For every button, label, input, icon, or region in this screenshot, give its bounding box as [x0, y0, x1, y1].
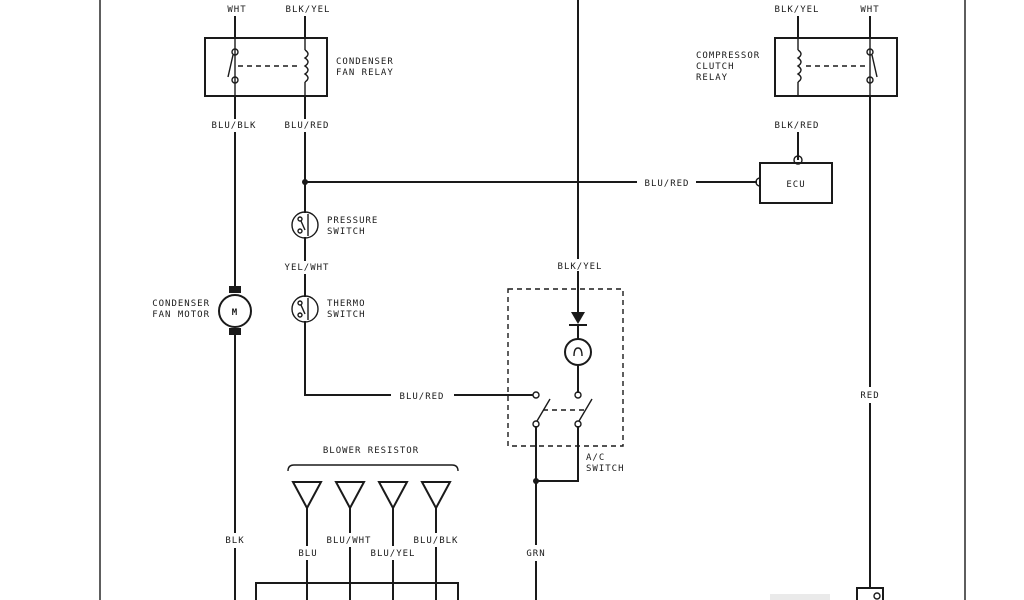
compressor-clutch-relay: [774, 37, 898, 97]
label-wht-left: WHT: [227, 5, 246, 15]
blower-resistor-elements: [291, 481, 452, 511]
label-condenser-motor-2: FAN MOTOR: [152, 310, 210, 320]
wire-blured-to-ac: [304, 321, 391, 396]
thermo-switch-symbol: [291, 295, 319, 323]
condenser-fan-relay: [204, 37, 328, 97]
label-blu: BLU: [298, 549, 317, 559]
label-bluwht: BLU/WHT: [327, 536, 372, 546]
label-yelwht: YEL/WHT: [285, 263, 330, 273]
label-blower-resistor: BLOWER RESISTOR: [323, 446, 419, 456]
condenser-fan-motor-symbol: [218, 286, 252, 335]
label-condenser-relay-1: CONDENSER: [336, 57, 394, 67]
ac-switch-housing: [507, 288, 624, 447]
label-compressor-relay-2: CLUTCH: [696, 62, 735, 72]
blower-motor-box-top: [255, 582, 459, 600]
label-red: RED: [860, 391, 879, 401]
label-grn: GRN: [526, 549, 545, 559]
label-pressure-switch-2: SWITCH: [327, 227, 366, 237]
compressor-clutch-connector: [856, 587, 884, 600]
junction-dot-grn: [533, 478, 539, 484]
blower-resistor-bracket: [287, 464, 459, 472]
label-blkred: BLK/RED: [775, 121, 820, 131]
label-bluyel: BLU/YEL: [371, 549, 416, 559]
label-blk: BLK: [225, 536, 244, 546]
wire-ac-right-out: [535, 426, 579, 482]
label-thermo-switch-1: THERMO: [327, 299, 366, 309]
ac-switch-diode: [569, 312, 587, 326]
label-ac-switch-1: A/C: [586, 453, 605, 463]
label-ecu: ECU: [786, 180, 805, 190]
label-wht-right: WHT: [860, 5, 879, 15]
pressure-switch-symbol: [291, 211, 319, 239]
ecu-connector-top: [793, 155, 803, 165]
label-blkyel-left: BLK/YEL: [286, 5, 331, 15]
label-compressor-relay-3: RELAY: [696, 73, 728, 83]
ac-switch-contacts: [532, 391, 593, 428]
label-blured-ecu: BLU/RED: [645, 179, 690, 189]
label-thermo-switch-2: SWITCH: [327, 310, 366, 320]
label-blured-ac: BLU/RED: [400, 392, 445, 402]
label-blkyel-mid: BLK/YEL: [558, 262, 603, 272]
label-pressure-switch-1: PRESSURE: [327, 216, 378, 226]
label-motor-m: M: [232, 308, 238, 318]
label-condenser-relay-2: FAN RELAY: [336, 68, 394, 78]
label-blured-relay: BLU/RED: [285, 121, 330, 131]
ac-indicator-lamp: [564, 338, 592, 366]
label-blublk-bottom: BLU/BLK: [414, 536, 459, 546]
faded-lower-right-label: [770, 594, 830, 600]
label-blkyel-right: BLK/YEL: [775, 5, 820, 15]
label-compressor-relay-1: COMPRESSOR: [696, 51, 760, 61]
label-blublk: BLU/BLK: [212, 121, 257, 131]
label-condenser-motor-1: CONDENSER: [152, 299, 210, 309]
label-ac-switch-2: SWITCH: [586, 464, 625, 474]
